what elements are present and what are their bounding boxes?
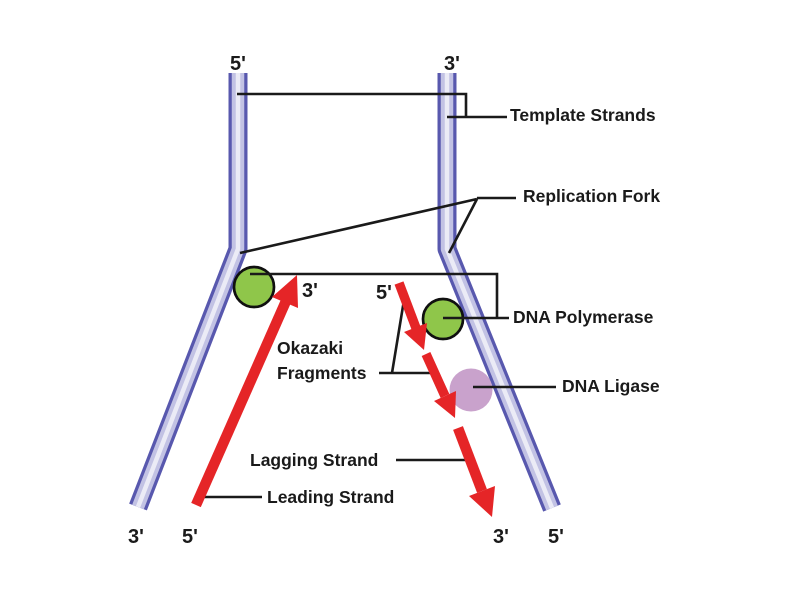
- label-5-prime-top-left: 5': [230, 53, 246, 75]
- leading-strand-arrow: [191, 275, 298, 508]
- template-strand-left: [129, 73, 248, 511]
- label-3-prime-top-right: 3': [444, 53, 460, 75]
- leading-strand-arrow-head: [272, 275, 298, 308]
- dna-ligase-blob: [449, 368, 493, 412]
- okazaki-fragment-arrow-2: [421, 352, 456, 418]
- label-lagging-strand: Lagging Strand: [250, 450, 378, 470]
- label-5-prime-lagging-origin: 5': [376, 282, 392, 304]
- label-5-prime-bottom-far-right: 5': [548, 526, 564, 548]
- okazaki-arrow-3-head: [469, 486, 495, 517]
- okazaki-arrow-1-shaft: [394, 281, 421, 330]
- label-5-prime-bottom-left: 5': [182, 526, 198, 548]
- dna-polymerase-callout-line: [250, 272, 509, 320]
- replication-fork-callout-line: [239, 196, 516, 255]
- okazaki-fragment-arrow-1: [394, 281, 427, 350]
- strand-right-core: [444, 73, 555, 509]
- template-strand-right: [437, 73, 561, 512]
- template-strands-callout-line: [237, 92, 468, 116]
- label-3-prime-bottom-far-left: 3': [128, 526, 144, 548]
- leading-strand-arrow-shaft: [191, 298, 291, 508]
- label-okazaki-fragments-line2: Fragments: [277, 363, 367, 383]
- okazaki-arrow-2-shaft: [421, 352, 450, 398]
- dna-polymerase-left: [232, 265, 276, 309]
- okazaki-fragment-arrow-3: [453, 426, 495, 517]
- label-dna-ligase: DNA Ligase: [562, 376, 660, 396]
- label-dna-polymerase: DNA Polymerase: [513, 307, 654, 327]
- okazaki-fragments-callout-line: [379, 299, 437, 375]
- label-replication-fork: Replication Fork: [523, 186, 660, 206]
- okazaki-arrow-2-head: [434, 391, 456, 418]
- label-leading-strand: Leading Strand: [267, 487, 394, 507]
- strand-left-core: [135, 73, 241, 508]
- label-3-prime-leading-tip: 3': [302, 280, 318, 302]
- label-template-strands: Template Strands: [510, 105, 656, 125]
- okazaki-arrow-3-shaft: [453, 426, 487, 493]
- label-3-prime-bottom-lagging-tip: 3': [493, 526, 509, 548]
- okazaki-arrow-1-head: [404, 323, 427, 350]
- label-okazaki-fragments-line1: Okazaki: [277, 338, 343, 358]
